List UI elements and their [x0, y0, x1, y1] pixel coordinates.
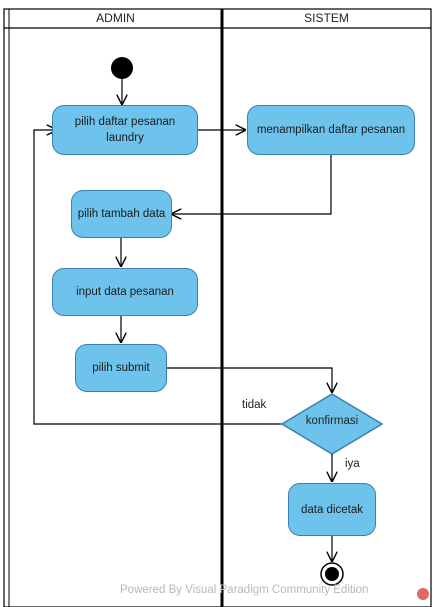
node-menampilkan-daftar-pesanan: menampilkan daftar pesanan [247, 105, 415, 155]
lane-title-admin: ADMIN [96, 11, 135, 25]
edge-konfirmasi-tidak-loop [33, 130, 285, 425]
edge-label-iya: iya [345, 458, 360, 470]
edge-pilih-submit-to-konfirmasi [167, 367, 332, 392]
lane-title-sistem: SISTEM [304, 11, 349, 25]
swimlane-frame [3, 8, 432, 607]
node-pilih-tambah-data: pilih tambah data [71, 190, 172, 238]
node-pilih-daftar-pesanan: pilih daftar pesanan laundry [52, 105, 198, 155]
visual-paradigm-logo-icon [417, 588, 429, 600]
decision-label-konfirmasi: konfirmasi [305, 415, 359, 427]
node-pilih-submit: pilih submit [75, 344, 167, 392]
edge-menampilkan-to-pilih-tambah [172, 155, 332, 214]
initial-node [111, 57, 133, 79]
watermark-text: Powered By Visual Paradigm Community Edi… [120, 584, 369, 596]
edge-label-tidak: tidak [242, 399, 267, 411]
node-input-data-pesanan: input data pesanan [52, 268, 198, 316]
node-data-dicetak: data dicetak [288, 483, 376, 536]
final-node-inner [325, 567, 339, 581]
